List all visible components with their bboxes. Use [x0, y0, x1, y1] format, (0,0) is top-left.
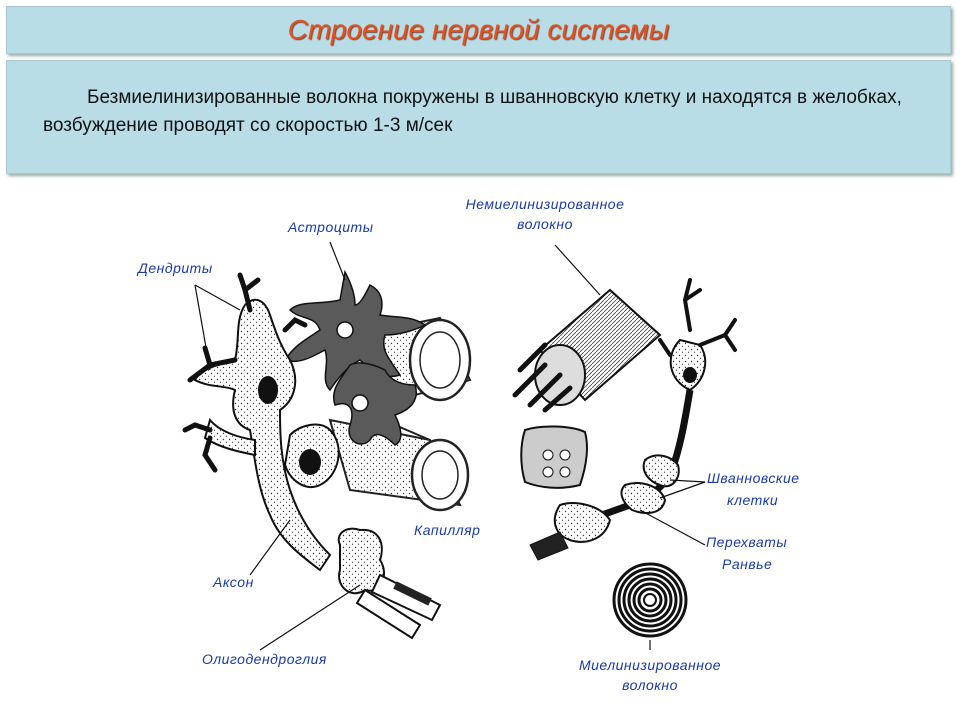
text-panel: Безмиелинизированные волокна покружены в… — [6, 60, 951, 174]
label-unmyelinated-2: волокно — [517, 216, 573, 232]
astrocyte-nucleus — [336, 321, 354, 339]
label-capillary: Капилляр — [414, 522, 481, 538]
label-ranvier-1: Перехваты — [706, 534, 788, 550]
myelin-spiral — [612, 562, 688, 638]
nervous-system-diagram — [182, 241, 737, 651]
label-schwann-2: клетки — [727, 492, 779, 508]
schwann-cells — [553, 454, 680, 543]
fiber-cross-section — [520, 425, 589, 489]
neuron-nucleus — [299, 449, 321, 475]
label-dendrites: Дендриты — [138, 260, 213, 276]
label-astrocytes: Астроциты — [288, 219, 374, 235]
slide-text: Безмиелинизированные волокна покружены в… — [43, 87, 902, 136]
title-banner: Строение нервной системы — [6, 6, 951, 54]
label-oligodendroglia: Олигодендроглия — [202, 651, 327, 667]
slide-title: Строение нервной системы — [287, 14, 670, 45]
label-ranvier-2: Ранвье — [722, 556, 773, 572]
label-myelinated-1: Миелинизированное — [578, 657, 722, 673]
myelinated-axons — [355, 573, 442, 640]
label-axon: Аксон — [213, 574, 254, 590]
neuron-nucleus — [258, 376, 278, 404]
oligodendroglia-cell — [337, 527, 385, 595]
leader-lines — [194, 241, 706, 651]
astrocyte-nucleus — [351, 394, 369, 412]
label-myelinated-2: волокно — [622, 677, 678, 693]
astrocyte-cells — [283, 269, 427, 446]
unmyelinated-fiber-bundle — [512, 288, 662, 413]
label-unmyelinated-1: Немиелинизированное — [465, 196, 625, 212]
axon-end — [529, 531, 569, 561]
label-schwann-1: Шванновские — [707, 470, 800, 486]
